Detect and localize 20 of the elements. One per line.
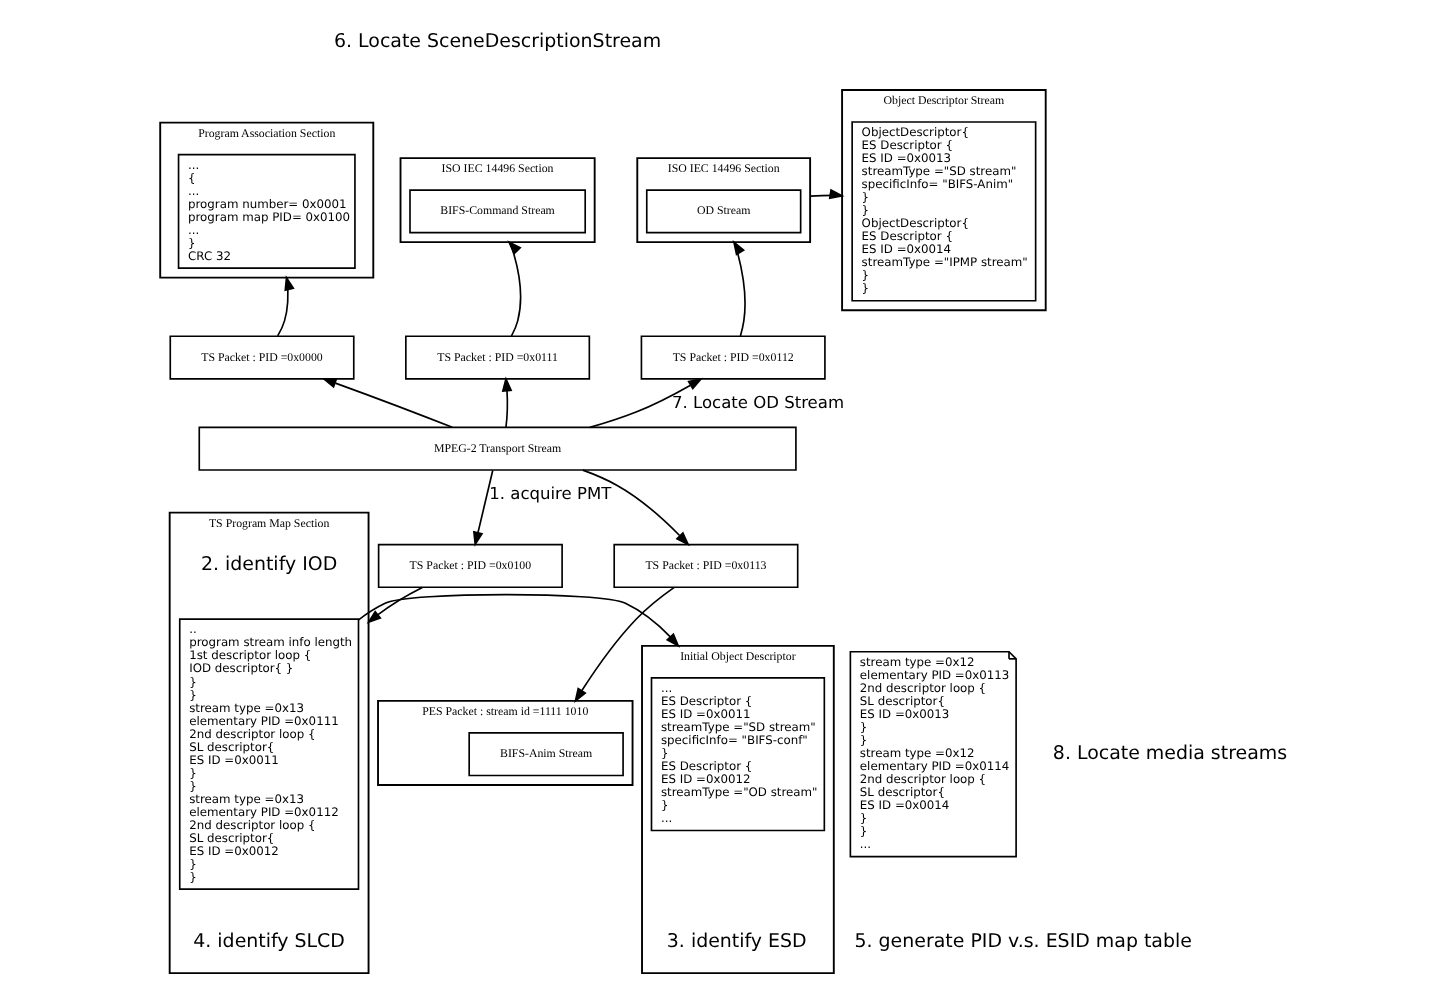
arrow	[366, 586, 424, 624]
arrow	[809, 188, 845, 200]
label: 6. Locate SceneDescriptionStream	[334, 31, 662, 54]
edge-label: 7. Locate OD Stream	[672, 391, 845, 412]
label: 3. identify ESD	[666, 930, 807, 953]
label: 2. identify IOD	[200, 554, 338, 577]
label: 8. Locate media streams	[1052, 742, 1288, 765]
arrow	[357, 593, 680, 648]
arrow	[574, 586, 676, 703]
arrow	[472, 469, 494, 547]
arrow	[732, 240, 746, 337]
arrow	[276, 275, 295, 337]
edge-label: 1. acquire PMT	[489, 482, 612, 503]
arrow	[589, 377, 704, 429]
arrow	[581, 469, 690, 547]
label: 5. generate PID v.s. ESID map table	[854, 930, 1192, 953]
arrow	[321, 378, 454, 429]
label: 4. identify SLCD	[193, 930, 345, 953]
arrow	[501, 376, 513, 428]
arrow	[507, 240, 522, 337]
